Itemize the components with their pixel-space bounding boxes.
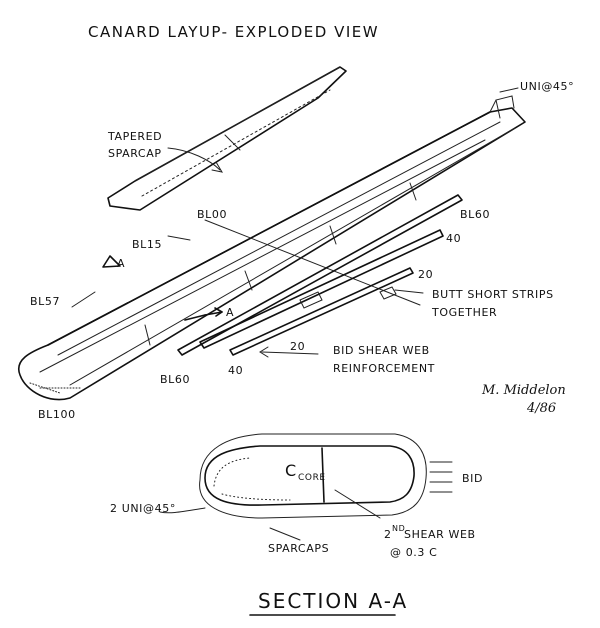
label-uni45-top: UNI@45° — [520, 80, 574, 93]
label-section-a-mid: A — [226, 306, 234, 319]
label-butt-strips-1: BUTT SHORT STRIPS — [432, 288, 554, 301]
drawing-title: CANARD LAYUP- EXPLODED VIEW — [88, 23, 379, 41]
label-bl100: BL100 — [38, 408, 76, 421]
signature-name: M. Middelon — [481, 383, 566, 398]
leader-arrows — [71, 87, 519, 358]
label-bl60-top: BL60 — [460, 208, 490, 221]
label-2uni45: 2 UNI@45° — [110, 502, 176, 515]
label-section-a-top: A — [117, 257, 125, 270]
label-shear-web-sup: ND — [392, 524, 405, 533]
label-bl60-bottom: BL60 — [160, 373, 190, 386]
label-core: C — [285, 461, 297, 480]
section-title: SECTION A-A — [258, 589, 408, 613]
section-a-a-shape — [159, 433, 453, 541]
label-shear-web-1: 2 — [384, 528, 392, 541]
canard-wing-shape — [17, 95, 526, 401]
label-shear-web-3: @ 0.3 C — [390, 546, 437, 559]
label-bid-shear-web-2: REINFORCEMENT — [333, 362, 435, 375]
label-sparcap: SPARCAP — [108, 147, 162, 160]
shear-web-strips — [177, 194, 463, 356]
label-core-sub: CORE — [298, 473, 326, 483]
label-bid-shear-web-1: BID SHEAR WEB — [333, 344, 430, 357]
label-bl57: BL57 — [30, 295, 60, 308]
label-bl15: BL15 — [132, 238, 162, 251]
label-butt-strips-2: TOGETHER — [431, 306, 497, 319]
label-sparcaps: SPARCAPS — [268, 542, 329, 555]
tapered-sparcap-shape — [107, 66, 347, 211]
label-40-bottom: 40 — [228, 364, 243, 377]
label-tapered: TAPERED — [107, 130, 162, 143]
label-bid: BID — [462, 472, 483, 485]
label-shear-web-2: SHEAR WEB — [404, 528, 476, 541]
signature-date: 4/86 — [526, 401, 556, 416]
label-20-bottom: 20 — [290, 340, 305, 353]
label-20-top: 20 — [418, 268, 433, 281]
label-bl00: BL00 — [197, 208, 227, 221]
label-40-top: 40 — [446, 232, 461, 245]
